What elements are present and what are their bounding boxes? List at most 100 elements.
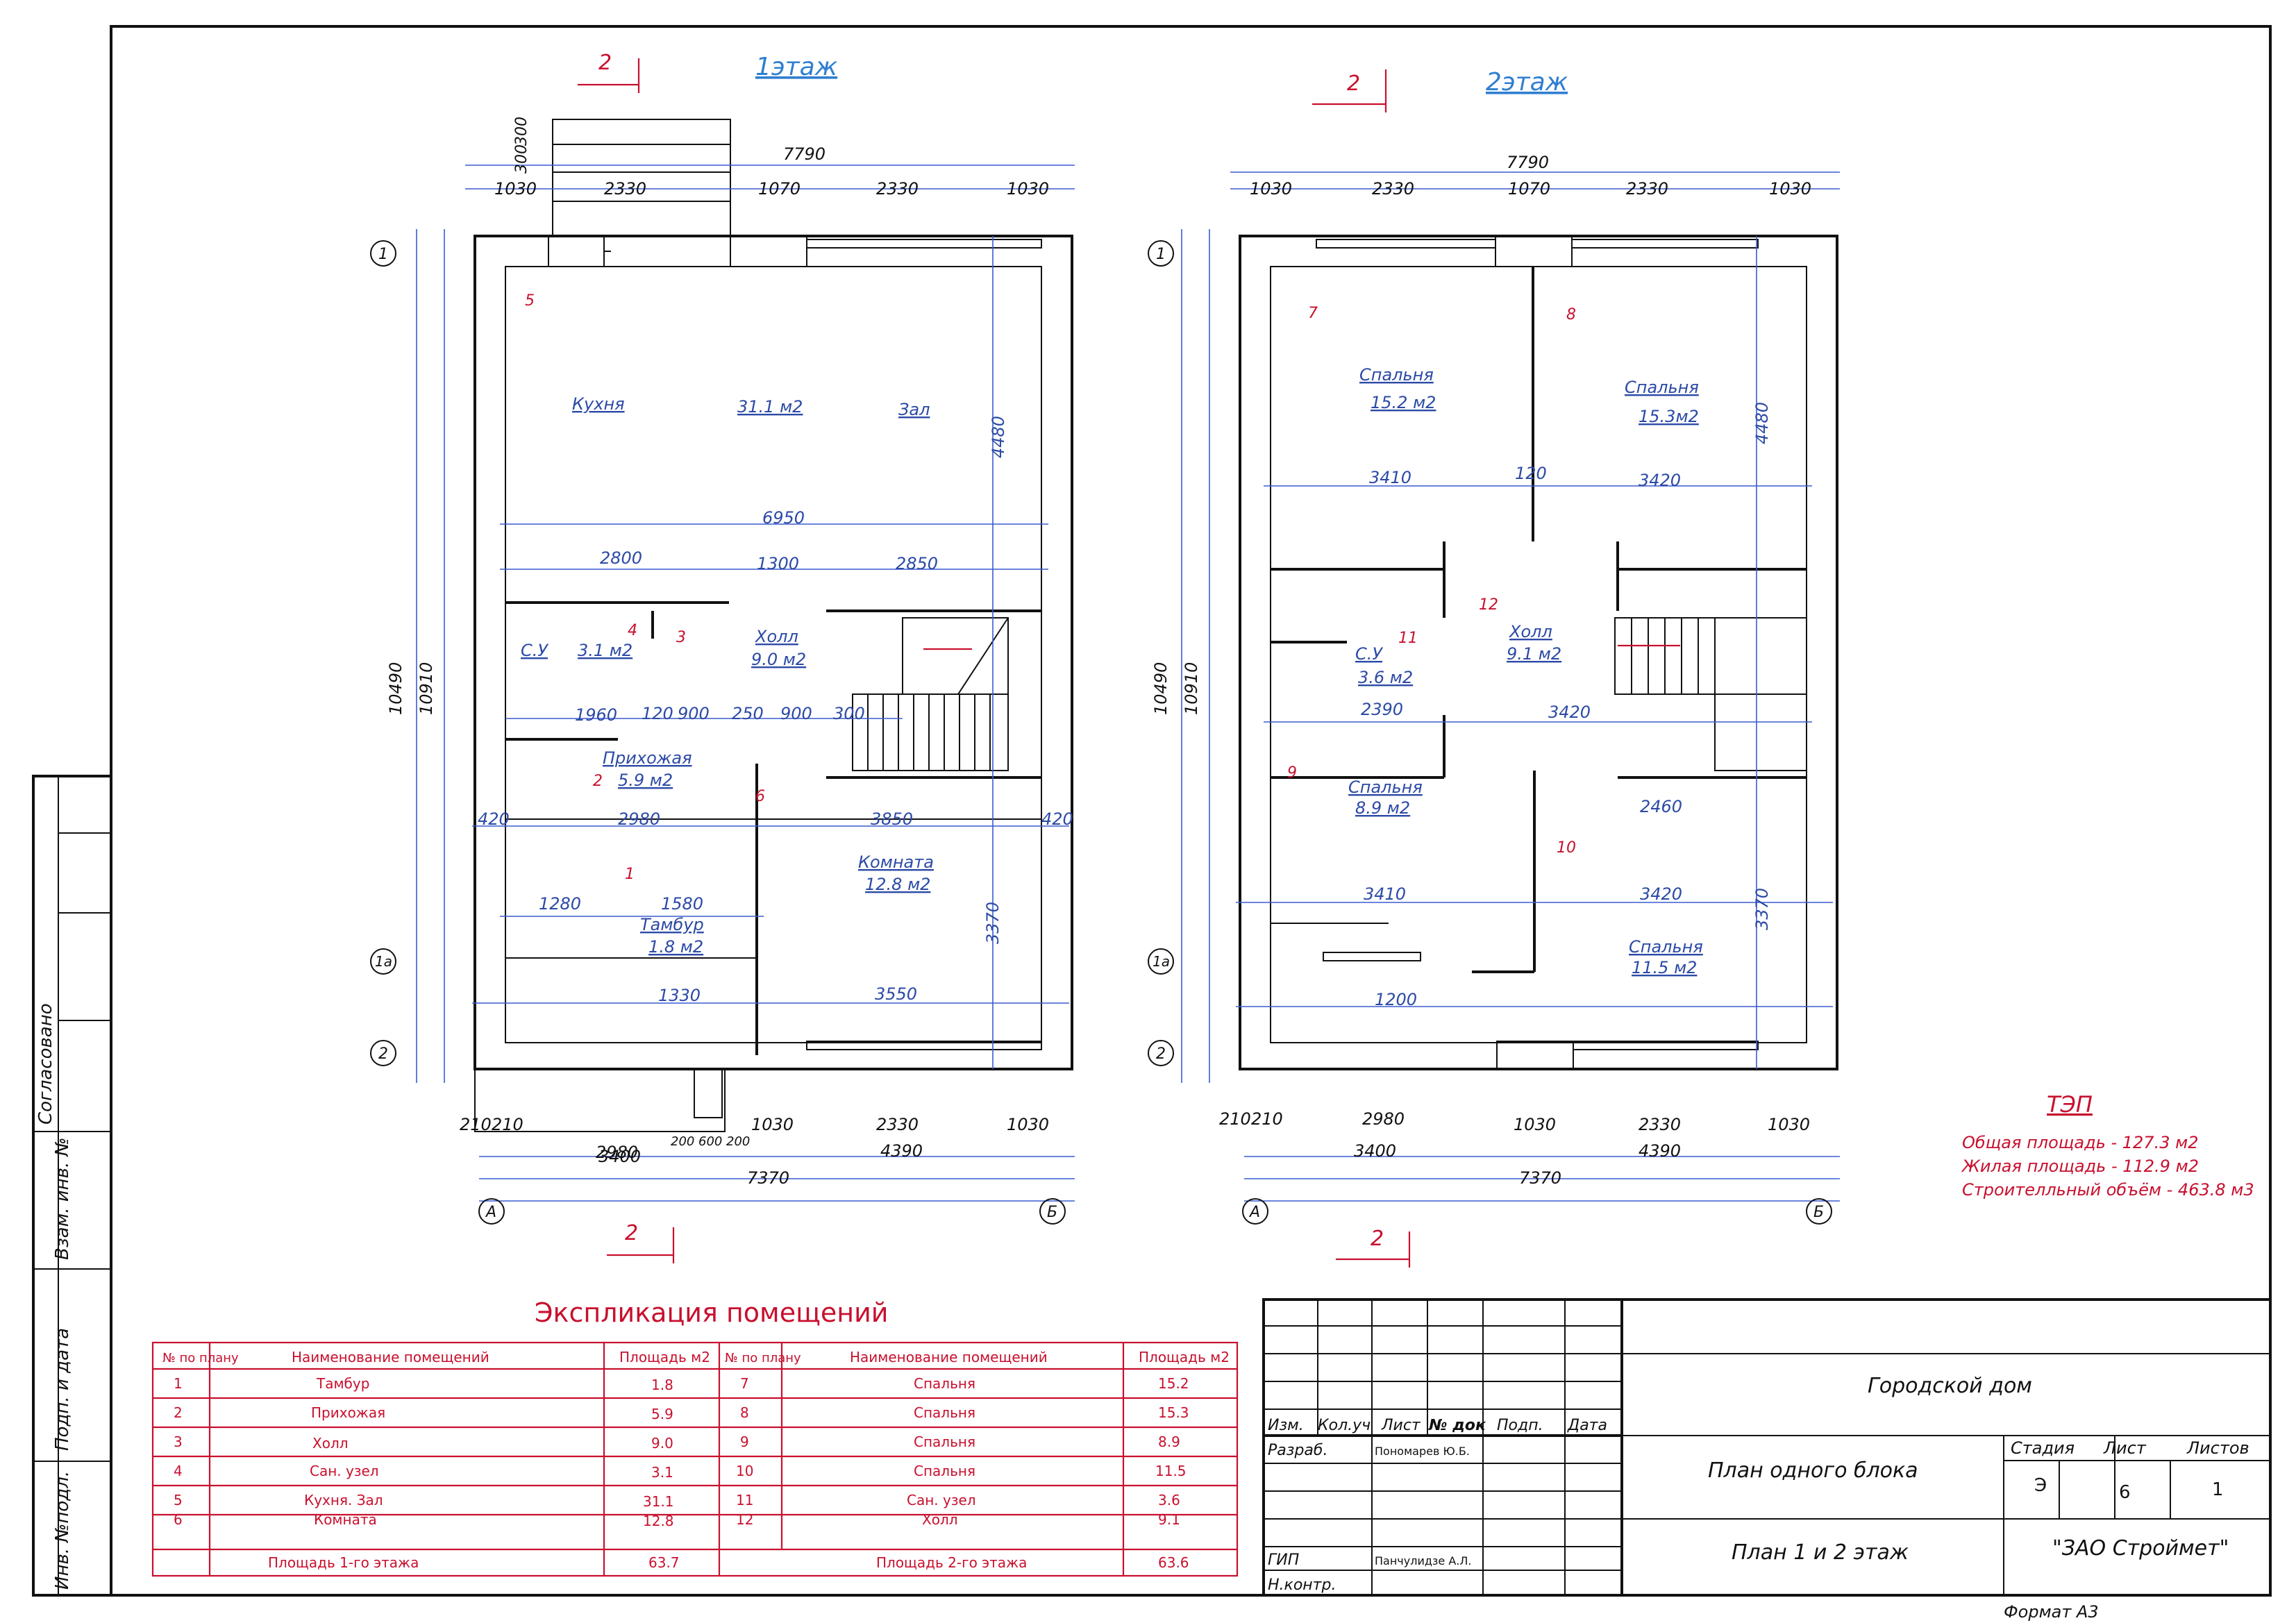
room-number: 1 — [625, 866, 635, 883]
room-name: Спальня — [1625, 378, 1699, 397]
svg-text:9.1: 9.1 — [1158, 1511, 1180, 1528]
room-area: 15.2 м2 — [1371, 393, 1436, 412]
dim-bottom: 1030 — [1768, 1115, 1810, 1134]
room-area: 12.8 м2 — [865, 875, 930, 894]
svg-text:Тамбур: Тамбур — [316, 1375, 369, 1392]
dim-label: 420 — [1041, 809, 1073, 829]
svg-text:Комната: Комната — [314, 1511, 377, 1528]
svg-text:12: 12 — [736, 1511, 753, 1528]
svg-text:Б: Б — [1047, 1204, 1057, 1221]
svg-text:2: 2 — [598, 51, 612, 75]
side-stamp-sign: Подп. и дата — [52, 1328, 73, 1451]
svg-text:9.0: 9.0 — [651, 1435, 673, 1452]
dim-top: 1070 — [1508, 179, 1550, 199]
dim-total-top: 7790 — [1507, 153, 1549, 172]
svg-text:1: 1 — [378, 246, 388, 263]
plan-floor-2: 2этаж 2 2 — [1148, 68, 1840, 1268]
dim-label: 4480 — [989, 416, 1008, 458]
room-number: 2 — [593, 773, 603, 790]
room-name: С.У — [1355, 644, 1383, 664]
svg-text:3.6: 3.6 — [1158, 1492, 1180, 1508]
svg-text:1а: 1а — [375, 953, 392, 970]
room-name: Комната — [858, 852, 934, 872]
plan-floor-1: 1этаж 2 2 — [370, 51, 1075, 1263]
dim-bottom: 1030 — [1007, 1115, 1049, 1134]
room-number: 12 — [1479, 596, 1498, 614]
svg-text:Панчулидзе А.Л.: Панчулидзе А.Л. — [1375, 1554, 1472, 1567]
svg-text:9: 9 — [740, 1433, 749, 1450]
svg-text:63.7: 63.7 — [648, 1554, 680, 1571]
dim-label: 1330 — [658, 986, 701, 1005]
svg-text:3: 3 — [174, 1433, 183, 1450]
dim-label: 3370 — [1752, 888, 1772, 930]
explication-table: Экспликация помещений № по плану Наимено… — [151, 1297, 1239, 1577]
dim-bottom: 2980 — [596, 1143, 638, 1162]
svg-text:1: 1 — [174, 1375, 183, 1392]
dim-top: 2330 — [1372, 179, 1414, 199]
tep-title: ТЭП — [2047, 1091, 2093, 1118]
stamp-sheets: 1 — [2212, 1479, 2224, 1500]
room-area: 5.9 м2 — [618, 771, 673, 790]
svg-text:15.2: 15.2 — [1158, 1375, 1189, 1392]
svg-text:Наименование помещений: Наименование помещений — [850, 1349, 1048, 1365]
room-name: С.У — [521, 641, 548, 660]
dim-label: 3370 — [983, 902, 1003, 944]
dim-stair: 300 — [513, 117, 530, 146]
svg-text:Площадь 2-го этажа: Площадь 2-го этажа — [876, 1554, 1027, 1571]
svg-text:2: 2 — [1347, 72, 1360, 96]
svg-text:Пономарев Ю.Б.: Пономарев Ю.Б. — [1375, 1445, 1470, 1458]
dim-bottom-small: 600 — [698, 1134, 722, 1149]
svg-text:8: 8 — [740, 1404, 749, 1421]
dim-label: 4480 — [1752, 402, 1772, 444]
room-name: Холл — [754, 627, 798, 646]
section-mark-bottom-2: 2 — [1336, 1227, 1411, 1268]
dim-bottom: 4390 — [880, 1141, 923, 1161]
svg-text:5: 5 — [174, 1492, 183, 1508]
dim-label: 420 — [478, 809, 510, 829]
room-name: Тамбур — [640, 915, 704, 934]
room-number: 9 — [1287, 764, 1297, 782]
floor-1-title: 1этаж — [755, 53, 838, 81]
svg-text:Лист: Лист — [2103, 1438, 2147, 1458]
svg-text:Спальня: Спальня — [914, 1463, 975, 1479]
svg-text:4: 4 — [174, 1463, 183, 1479]
room-number: 10 — [1557, 839, 1576, 857]
svg-text:Сан. узел: Сан. узел — [310, 1463, 379, 1479]
svg-text:Прихожая: Прихожая — [311, 1404, 385, 1421]
svg-text:Кухня. Зал: Кухня. Зал — [304, 1492, 383, 1508]
room-area: 9.1 м2 — [1507, 644, 1561, 664]
tep-line: Общая площадь - 127.3 м2 — [1962, 1133, 2198, 1152]
dim-label: 300 — [833, 704, 865, 723]
svg-text:Спальня: Спальня — [914, 1433, 975, 1450]
dim-stair: 300 — [513, 144, 530, 174]
dim-bottom: 2330 — [1639, 1115, 1681, 1134]
room-area: 3.6 м2 — [1358, 668, 1413, 687]
svg-text:8.9: 8.9 — [1158, 1433, 1180, 1450]
svg-text:5.9: 5.9 — [651, 1406, 673, 1422]
svg-text:15.3: 15.3 — [1158, 1404, 1189, 1421]
room-name: Спальня — [1348, 777, 1423, 797]
svg-text:2: 2 — [1371, 1227, 1384, 1251]
svg-text:Дата: Дата — [1567, 1417, 1607, 1434]
svg-text:63.6: 63.6 — [1158, 1554, 1189, 1571]
room-area: 31.1 м2 — [737, 397, 803, 417]
section-mark-bottom-1: 2 — [607, 1221, 675, 1263]
tep-line: Строителльный объём - 463.8 м3 — [1962, 1180, 2254, 1200]
room-area: 8.9 м2 — [1355, 798, 1410, 818]
dim-left-total: 10490 — [386, 662, 405, 715]
room-name: Кухня — [572, 394, 625, 414]
room-area: 3.1 м2 — [578, 641, 632, 660]
svg-text:Наименование помещений: Наименование помещений — [292, 1349, 489, 1365]
dim-total-top: 7790 — [783, 144, 826, 164]
dim-label: 1960 — [575, 705, 617, 725]
svg-text:1а: 1а — [1153, 953, 1170, 970]
dim-label: 3850 — [871, 809, 913, 829]
dim-top: 1070 — [758, 179, 801, 199]
tep-line: Жилая площадь - 112.9 м2 — [1961, 1157, 2199, 1176]
section-mark-top-1: 2 — [578, 51, 640, 93]
dim-label: 1280 — [539, 894, 581, 914]
dim-total-bottom: 7370 — [747, 1168, 789, 1188]
